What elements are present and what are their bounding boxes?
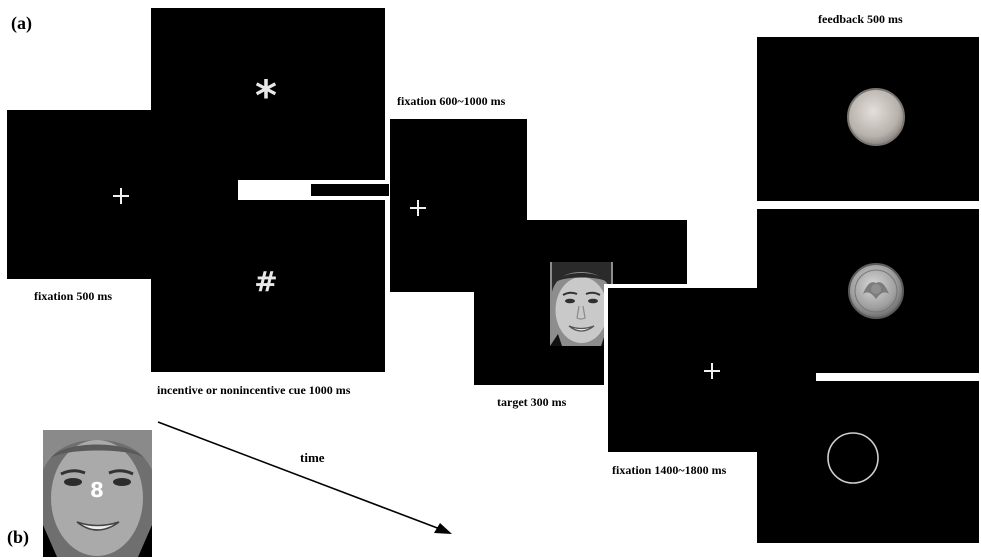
fixation-cross-icon xyxy=(113,188,129,204)
asterisk-cue-icon: * xyxy=(255,71,277,120)
fixation-cross-icon xyxy=(410,200,426,216)
fixation-600-label: fixation 600~1000 ms xyxy=(397,94,506,108)
fixation-cross-icon xyxy=(704,363,720,379)
fixation-500-label: fixation 500 ms xyxy=(34,289,112,303)
panel-b-label: (b) xyxy=(7,527,29,547)
face-image xyxy=(43,430,152,557)
example-face-image: 8 xyxy=(43,430,152,557)
blank-coin-icon xyxy=(847,88,905,146)
time-label: time xyxy=(300,450,325,465)
feedback-screen-empty xyxy=(757,381,979,543)
cue-label: incentive or nonincentive cue 1000 ms xyxy=(157,383,351,397)
circle-outline-icon xyxy=(827,432,879,484)
nonincentive-cue-screen: # xyxy=(151,200,385,372)
feedback-screen-blank-coin xyxy=(757,37,979,201)
connector-bar xyxy=(311,184,389,196)
coin-icon xyxy=(848,263,904,319)
hash-cue-icon: # xyxy=(254,265,278,298)
fixation-1400-label: fixation 1400~1800 ms xyxy=(612,463,727,477)
target-label: target 300 ms xyxy=(497,395,567,409)
face-image xyxy=(550,262,613,346)
feedback-label: feedback 500 ms xyxy=(818,12,903,26)
feedback-screen-coin xyxy=(757,209,979,373)
digit-label: 8 xyxy=(90,478,104,502)
panel-a-label: (a) xyxy=(11,13,32,33)
face-image-art xyxy=(550,262,613,346)
incentive-cue-screen: * xyxy=(151,8,385,180)
